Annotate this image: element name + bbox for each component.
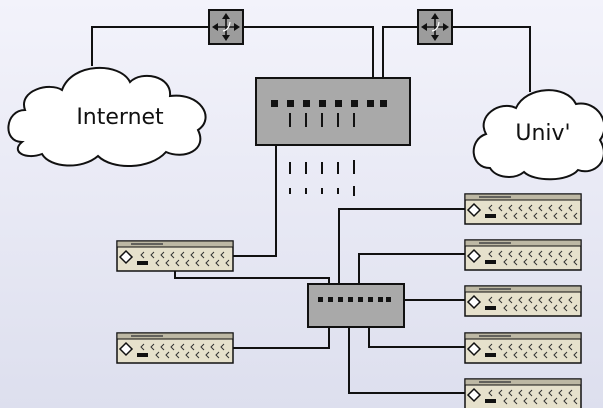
link-switch-host1 (233, 103, 277, 257)
secondary-switch-ports (318, 297, 391, 302)
univ-label: Univ' (515, 121, 570, 146)
secondary-switch (307, 283, 405, 328)
server-icon (464, 285, 582, 317)
link-host1-switch2 (174, 270, 330, 300)
link-switch2-r5 (348, 300, 465, 394)
link-internet-router1 (91, 26, 209, 66)
server-icon (464, 239, 582, 271)
server-icon (464, 332, 582, 364)
internet-cloud: Internet (7, 66, 207, 167)
main-switch-ports (271, 100, 387, 107)
server-icon (116, 332, 234, 364)
router-icon (417, 9, 453, 45)
server-icon (116, 240, 234, 272)
link-router2-univ (452, 26, 531, 92)
main-switch (255, 77, 411, 146)
router-icon (208, 9, 244, 45)
server-icon (464, 378, 582, 408)
internet-label: Internet (76, 105, 164, 130)
port-continuation-marks (289, 160, 355, 196)
link-switch2-r1 (338, 208, 465, 300)
server-icon (464, 193, 582, 225)
univ-cloud: Univ' (472, 89, 603, 181)
